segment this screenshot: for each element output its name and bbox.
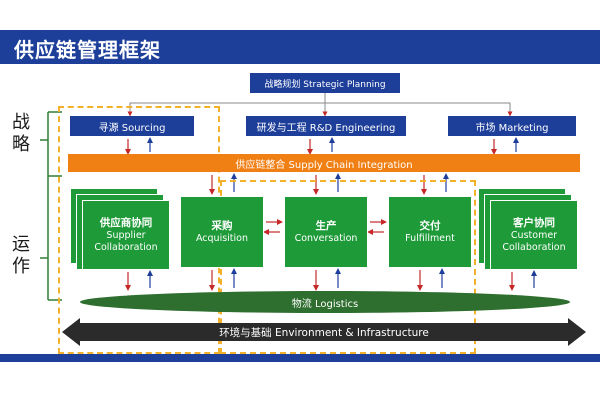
fulfillment-en: Fulfillment: [405, 232, 455, 244]
rd-engineering-label: 研发与工程 R&D Engineering: [256, 122, 396, 134]
marketing-box: 市场 Marketing: [448, 116, 576, 136]
environment-arrow-shape: [62, 318, 586, 346]
supplier-en1: Supplier: [106, 229, 146, 241]
environment-arrow: 环境与基础 Environment & Infrastructure: [62, 318, 586, 346]
sourcing-label: 寻源 Sourcing: [98, 122, 166, 134]
side-label-operation: 运作: [12, 234, 30, 277]
customer-cn: 客户协同: [513, 216, 555, 229]
acquisition-en: Acquisition: [195, 232, 249, 244]
header-bar: [0, 30, 600, 64]
supply-chain-integration-bar: 供应链整合 Supply Chain Integration: [68, 154, 580, 172]
acquisition-cn: 采购: [211, 219, 233, 232]
logistics-ellipse: 物流 Logistics: [80, 291, 570, 313]
strategic-planning-label: 战略规划 Strategic Planning: [264, 79, 386, 90]
fulfillment-box: 交付 Fulfillment: [388, 196, 472, 268]
header-banner: 供应链管理框架: [0, 0, 600, 64]
customer-en2: Collaboration: [502, 241, 566, 253]
footer-bar: [0, 354, 600, 362]
rd-engineering-box: 研发与工程 R&D Engineering: [246, 116, 406, 136]
integration-label: 供应链整合 Supply Chain Integration: [235, 159, 413, 171]
planning-connector-right: [325, 102, 513, 117]
fulfillment-cn: 交付: [419, 219, 441, 232]
supplier-cn: 供应商协同: [99, 216, 153, 229]
sourcing-box: 寻源 Sourcing: [70, 116, 194, 136]
marketing-label: 市场 Marketing: [475, 122, 549, 134]
customer-en1: Customer: [510, 229, 558, 241]
logistics-label: 物流 Logistics: [291, 298, 359, 310]
environment-label: 环境与基础 Environment & Infrastructure: [219, 326, 429, 339]
conversation-cn: 生产: [315, 219, 337, 232]
conversation-en: Conversation: [294, 232, 358, 244]
acquisition-box: 采购 Acquisition: [180, 196, 264, 268]
strategic-planning-box: 战略规划 Strategic Planning: [250, 73, 400, 93]
supplier-collaboration-box: 供应商协同 Supplier Collaboration: [82, 200, 170, 270]
conversation-box: 生产 Conversation: [284, 196, 368, 268]
page-title: 供应链管理框架: [14, 38, 161, 62]
side-label-strategy: 战略: [12, 112, 30, 155]
supplier-en2: Collaboration: [94, 241, 158, 253]
customer-collaboration-box: 客户协同 Customer Collaboration: [490, 200, 578, 270]
